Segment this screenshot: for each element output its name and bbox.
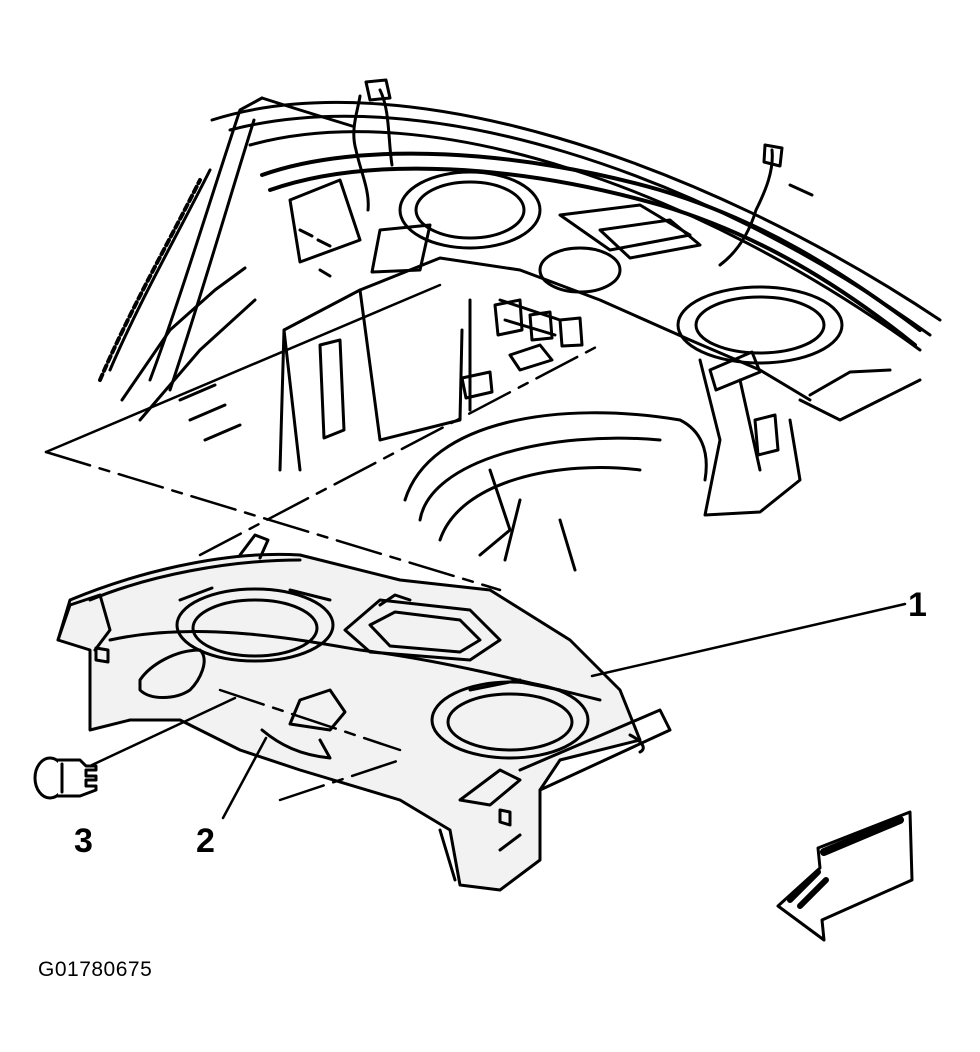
leader-lines: [90, 602, 907, 820]
leader-line-3: [90, 696, 237, 767]
callout-2-label: 2: [196, 822, 215, 860]
rear-window-panel-trim: [56, 533, 672, 892]
leader-line-1: [590, 602, 907, 678]
vehicle-body-rear-compartment: [44, 78, 942, 592]
figure-id-label: G01780675: [38, 958, 153, 981]
leader-line-2: [221, 736, 268, 820]
callout-3-label: 3: [74, 822, 93, 860]
callout-1-label: 1: [908, 586, 927, 624]
direction-arrow-icon: [776, 810, 914, 942]
push-pin-icon: [33, 756, 98, 800]
